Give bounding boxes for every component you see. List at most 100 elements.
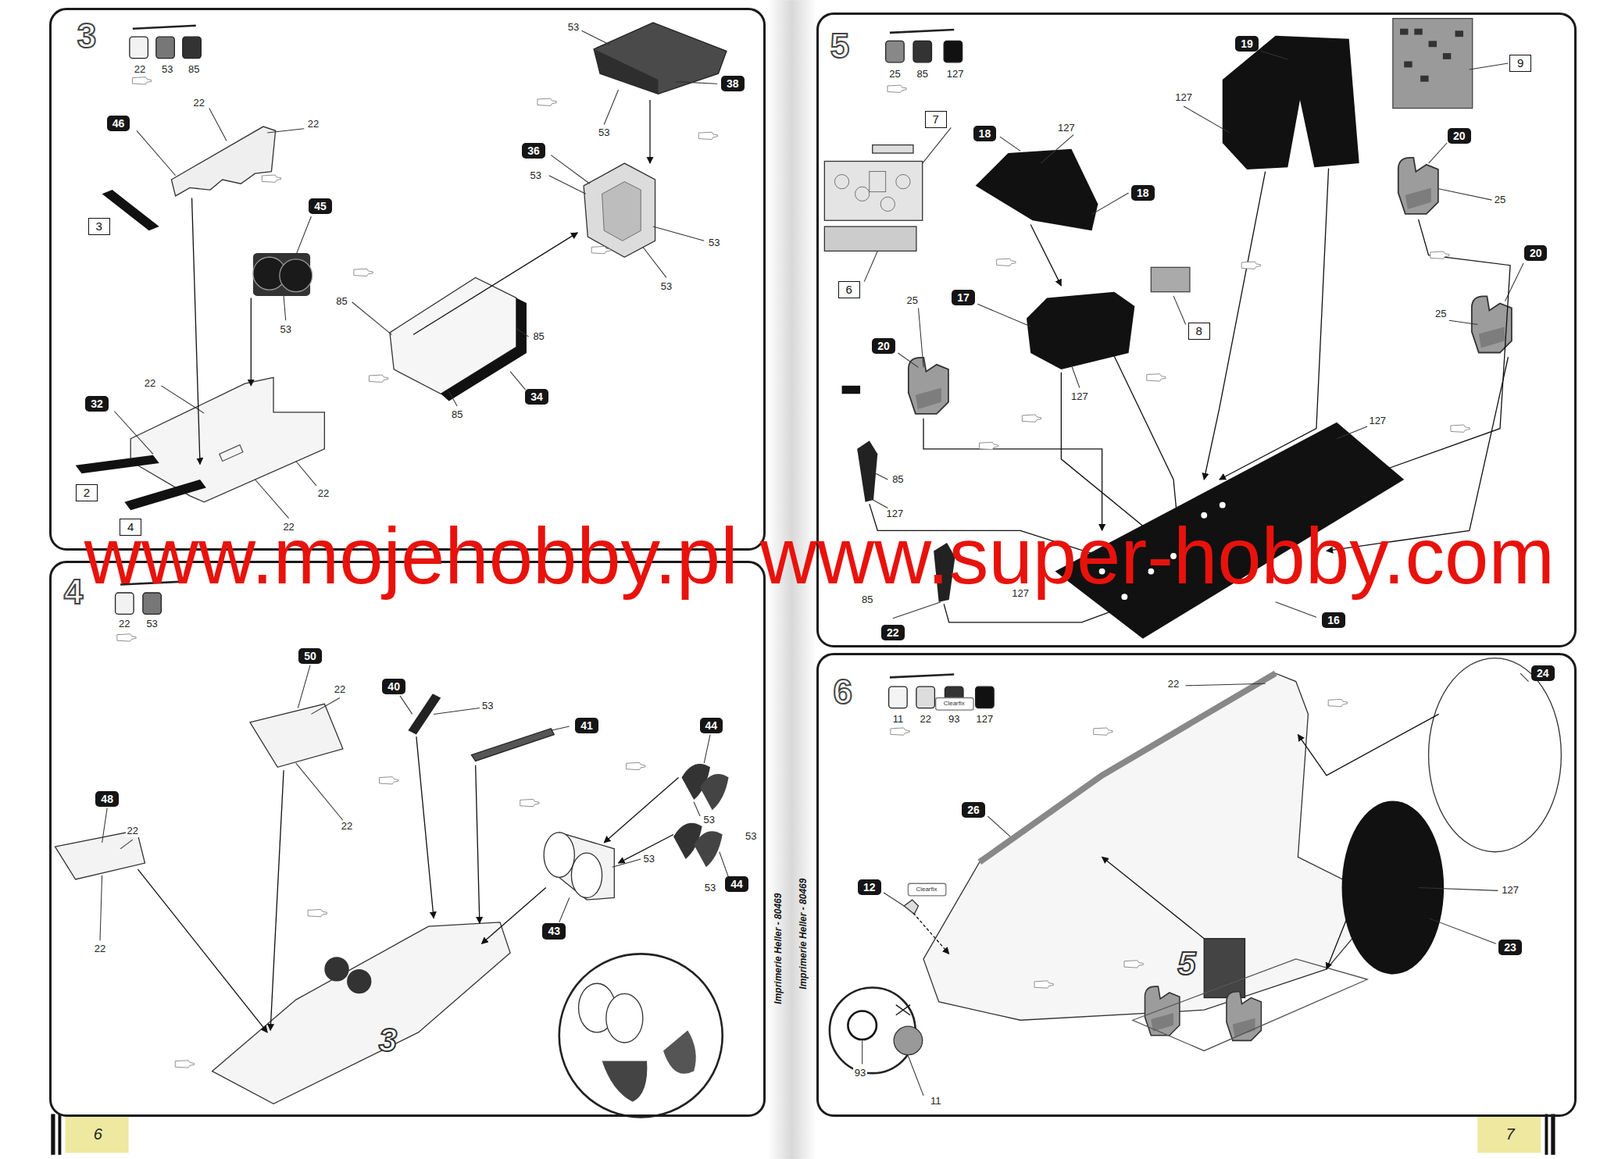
part-callout: 44 (700, 717, 724, 734)
paint-number: 93 (853, 1067, 868, 1079)
callout-number: 17 (957, 291, 970, 304)
part-callout: 26 (961, 802, 986, 818)
callout-number: 7 (932, 112, 940, 126)
paint-number: 85 (531, 331, 546, 343)
part-callout: 23 (1498, 939, 1522, 956)
paint-number: 22 (117, 618, 132, 630)
paint-number: 85 (915, 68, 930, 80)
callout-number: 40 (387, 680, 400, 693)
watermark: www.mojehobby.pl www.super-hobby.com (82, 516, 1557, 596)
part-callout: 48 (95, 791, 119, 808)
paint-number: 85 (334, 296, 349, 308)
callout-number: 20 (1529, 246, 1543, 260)
callout-number: 16 (1327, 614, 1340, 627)
paint-number: 93 (946, 714, 961, 725)
paint-number: 127 (1500, 885, 1521, 897)
decal-box: 2 (75, 484, 98, 502)
part-callout: 18 (973, 125, 997, 142)
step-number: 4 (64, 575, 83, 610)
callout-number: 45 (314, 200, 327, 213)
part-callout: 34 (525, 389, 549, 405)
paint-number: 25 (1433, 308, 1448, 320)
callout-number: 20 (1453, 129, 1466, 143)
callout-number: 12 (863, 881, 876, 894)
callout-number: 20 (877, 339, 890, 353)
printer-note: Imprimerie Heller - 80469 (773, 892, 784, 1007)
callout-number: 44 (730, 878, 743, 891)
part-callout: 19 (1235, 35, 1259, 52)
callout-number: 2 (83, 485, 90, 500)
paint-number: 53 (703, 882, 718, 894)
paint-number: 25 (904, 295, 919, 307)
paint-number: 25 (887, 68, 902, 80)
paint-number: 127 (1173, 92, 1194, 104)
paint-number: 53 (659, 281, 674, 293)
glue-name: Clearfix (914, 886, 939, 894)
paint-number: 11 (891, 714, 906, 725)
callout-number: 23 (1503, 941, 1517, 954)
part-callout: 18 (1131, 185, 1155, 201)
paint-number: 85 (890, 474, 905, 486)
callout-number: 8 (1196, 324, 1203, 338)
callout-number: 19 (1240, 37, 1254, 50)
part-callout: 45 (308, 198, 333, 215)
paint-number: 22 (339, 821, 354, 833)
paint-number: 85 (450, 409, 465, 421)
callout-number: 50 (303, 650, 317, 663)
callout-number: 26 (967, 803, 980, 817)
paint-number: 127 (945, 68, 966, 80)
paint-number: 25 (1492, 194, 1508, 206)
callout-number: 18 (978, 127, 992, 140)
printer-note: Imprimerie Heller - 80469 (799, 876, 810, 991)
paint-number: 22 (132, 64, 147, 75)
part-callout: 20 (871, 338, 896, 354)
part-callout: 44 (725, 876, 749, 893)
callout-number: 36 (527, 144, 540, 158)
callout-number: 38 (726, 77, 740, 90)
part-callout: 12 (857, 879, 882, 896)
paint-number: 53 (528, 170, 543, 182)
decal-box: 8 (1188, 322, 1211, 340)
step-number: 3 (77, 18, 97, 54)
part-callout: 32 (85, 396, 109, 412)
paint-number: 11 (928, 1096, 943, 1108)
paint-number: 127 (975, 714, 996, 725)
decal-box: 3 (88, 217, 111, 236)
part-callout: 40 (382, 678, 406, 695)
callout-number: 34 (530, 390, 543, 404)
part-callout: 38 (721, 75, 745, 92)
paint-number: 53 (743, 831, 758, 843)
part-callout: 41 (575, 717, 599, 734)
part-callout: 46 (107, 115, 131, 132)
callout-number: 41 (580, 719, 593, 733)
paint-number: 53 (702, 814, 717, 826)
callout-number: 44 (705, 719, 718, 733)
part-callout: 16 (1321, 612, 1346, 629)
paint-number: 53 (707, 237, 722, 249)
page-number: 6 (92, 1125, 104, 1143)
assembly-reference: 5 (1175, 946, 1197, 983)
part-callout: 43 (542, 923, 566, 940)
decal-box: 9 (1509, 54, 1532, 72)
paint-number: 127 (1367, 415, 1388, 427)
paint-number: 22 (1166, 678, 1181, 690)
callout-number: 22 (886, 626, 900, 640)
callout-number: 24 (1536, 667, 1550, 680)
step-panel: 3463836453343224 (49, 7, 766, 551)
paint-number: 53 (596, 127, 611, 139)
callout-number: 32 (90, 397, 104, 411)
page-number: 7 (1503, 1125, 1516, 1143)
part-callout: 17 (951, 289, 975, 306)
decal-box: 6 (838, 281, 861, 299)
paint-number: 53 (160, 64, 175, 75)
decal-box: 7 (925, 110, 947, 129)
step-number: 6 (833, 675, 853, 710)
paint-number: 53 (480, 700, 495, 712)
callout-number: 48 (100, 792, 114, 806)
paint-number: 22 (142, 378, 158, 390)
paint-number: 85 (186, 64, 201, 75)
part-callout: 36 (521, 142, 546, 159)
paint-number: 22 (332, 684, 347, 696)
paint-number: 53 (641, 853, 656, 865)
